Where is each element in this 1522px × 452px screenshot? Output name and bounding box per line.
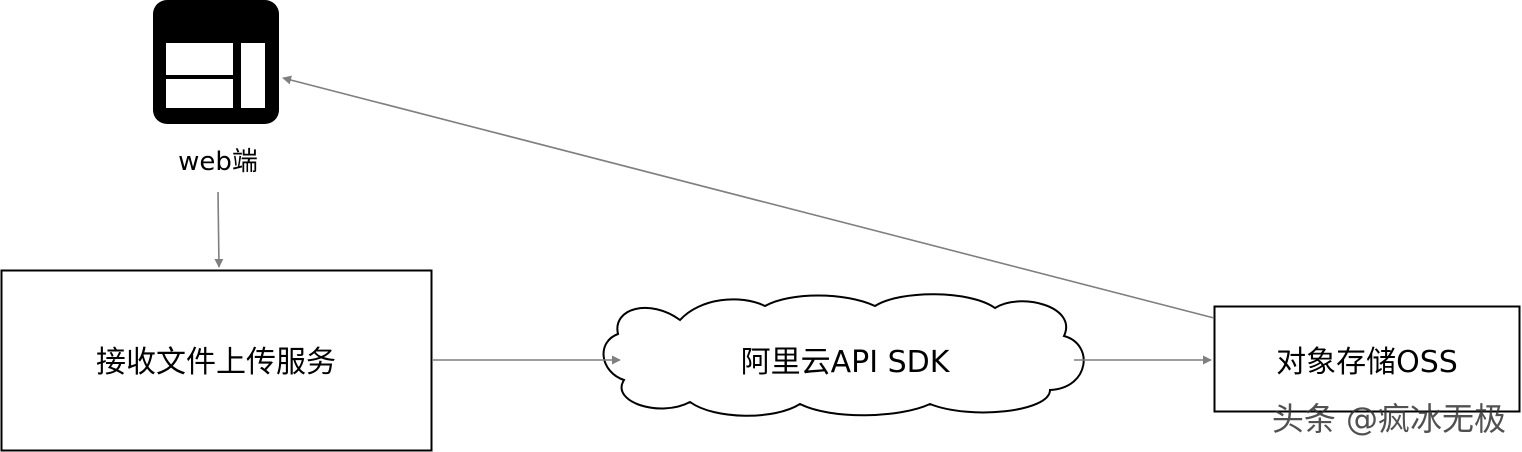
watermark-text: 头条 @疯冰无极 <box>1272 400 1506 438</box>
edge-web-to-upload-service <box>214 191 224 268</box>
web-client-node: web端 <box>153 0 279 177</box>
sdk-label: 阿里云API SDK <box>741 345 951 380</box>
upload-service-box <box>0 269 433 452</box>
upload-service-node: 接收文件上传服务 <box>0 269 433 452</box>
cloud-shape <box>602 293 1085 417</box>
browser-window-icon <box>153 0 279 124</box>
upload-service-label: 接收文件上传服务 <box>96 345 336 380</box>
oss-box <box>1213 305 1521 413</box>
web-client-label: web端 <box>178 147 258 177</box>
edge-oss-to-web <box>282 75 1215 319</box>
oss-label: 对象存储OSS <box>1276 345 1458 380</box>
sdk-cloud-node: 阿里云API SDK <box>602 293 1085 417</box>
edges <box>214 75 1215 365</box>
oss-node: 对象存储OSS <box>1213 305 1521 413</box>
